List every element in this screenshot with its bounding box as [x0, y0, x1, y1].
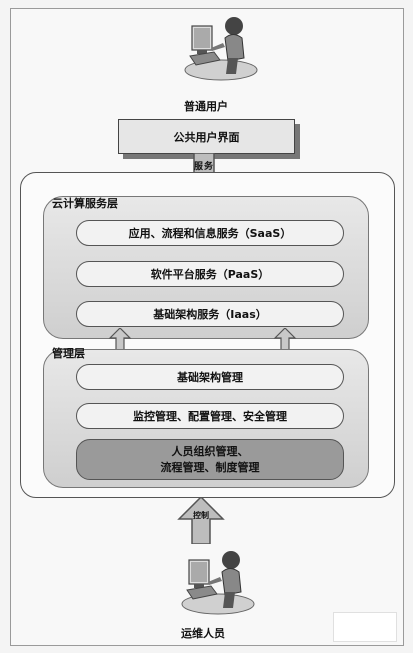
watermark-box	[333, 612, 397, 642]
top-arrow-text: 服务	[193, 162, 214, 172]
cloud-layer-title: 云计算服务层	[52, 197, 118, 210]
bottom-user-label: 运维人员	[181, 627, 225, 640]
bottom-arrow-text: 控制	[193, 511, 209, 520]
paas-service-item: 软件平台服务（PaaS）	[76, 261, 344, 287]
management-layer-title: 管理层	[52, 347, 85, 360]
monitoring-config-security-management-item: 监控管理、配置管理、安全管理	[76, 403, 344, 429]
people-management-label: 人员组织管理、	[171, 444, 249, 458]
monitoring-config-security-management-label: 监控管理、配置管理、安全管理	[133, 410, 287, 423]
saas-service-item: 应用、流程和信息服务（SaaS）	[76, 220, 344, 246]
saas-service-label: 应用、流程和信息服务（SaaS）	[128, 227, 292, 240]
person-at-computer-icon	[184, 17, 258, 81]
up-arrow-icon	[108, 328, 132, 350]
public-user-interface-box: 公共用户界面	[118, 119, 295, 154]
people-process-policy-management-item: 人员组织管理、 流程管理、制度管理	[76, 439, 344, 480]
up-arrow-icon	[177, 497, 225, 544]
top-user-label: 普通用户	[184, 100, 228, 113]
process-policy-management-label: 流程管理、制度管理	[160, 460, 260, 474]
infrastructure-management-label: 基础架构管理	[177, 371, 243, 384]
up-arrow-icon	[273, 328, 297, 350]
iaas-service-label: 基础架构服务（Iaas）	[153, 308, 267, 321]
paas-service-label: 软件平台服务（PaaS）	[150, 268, 270, 281]
person-at-computer-icon	[181, 551, 255, 615]
infrastructure-management-item: 基础架构管理	[76, 364, 344, 390]
iaas-service-item: 基础架构服务（Iaas）	[76, 301, 344, 327]
public-user-interface-label: 公共用户界面	[173, 130, 240, 144]
